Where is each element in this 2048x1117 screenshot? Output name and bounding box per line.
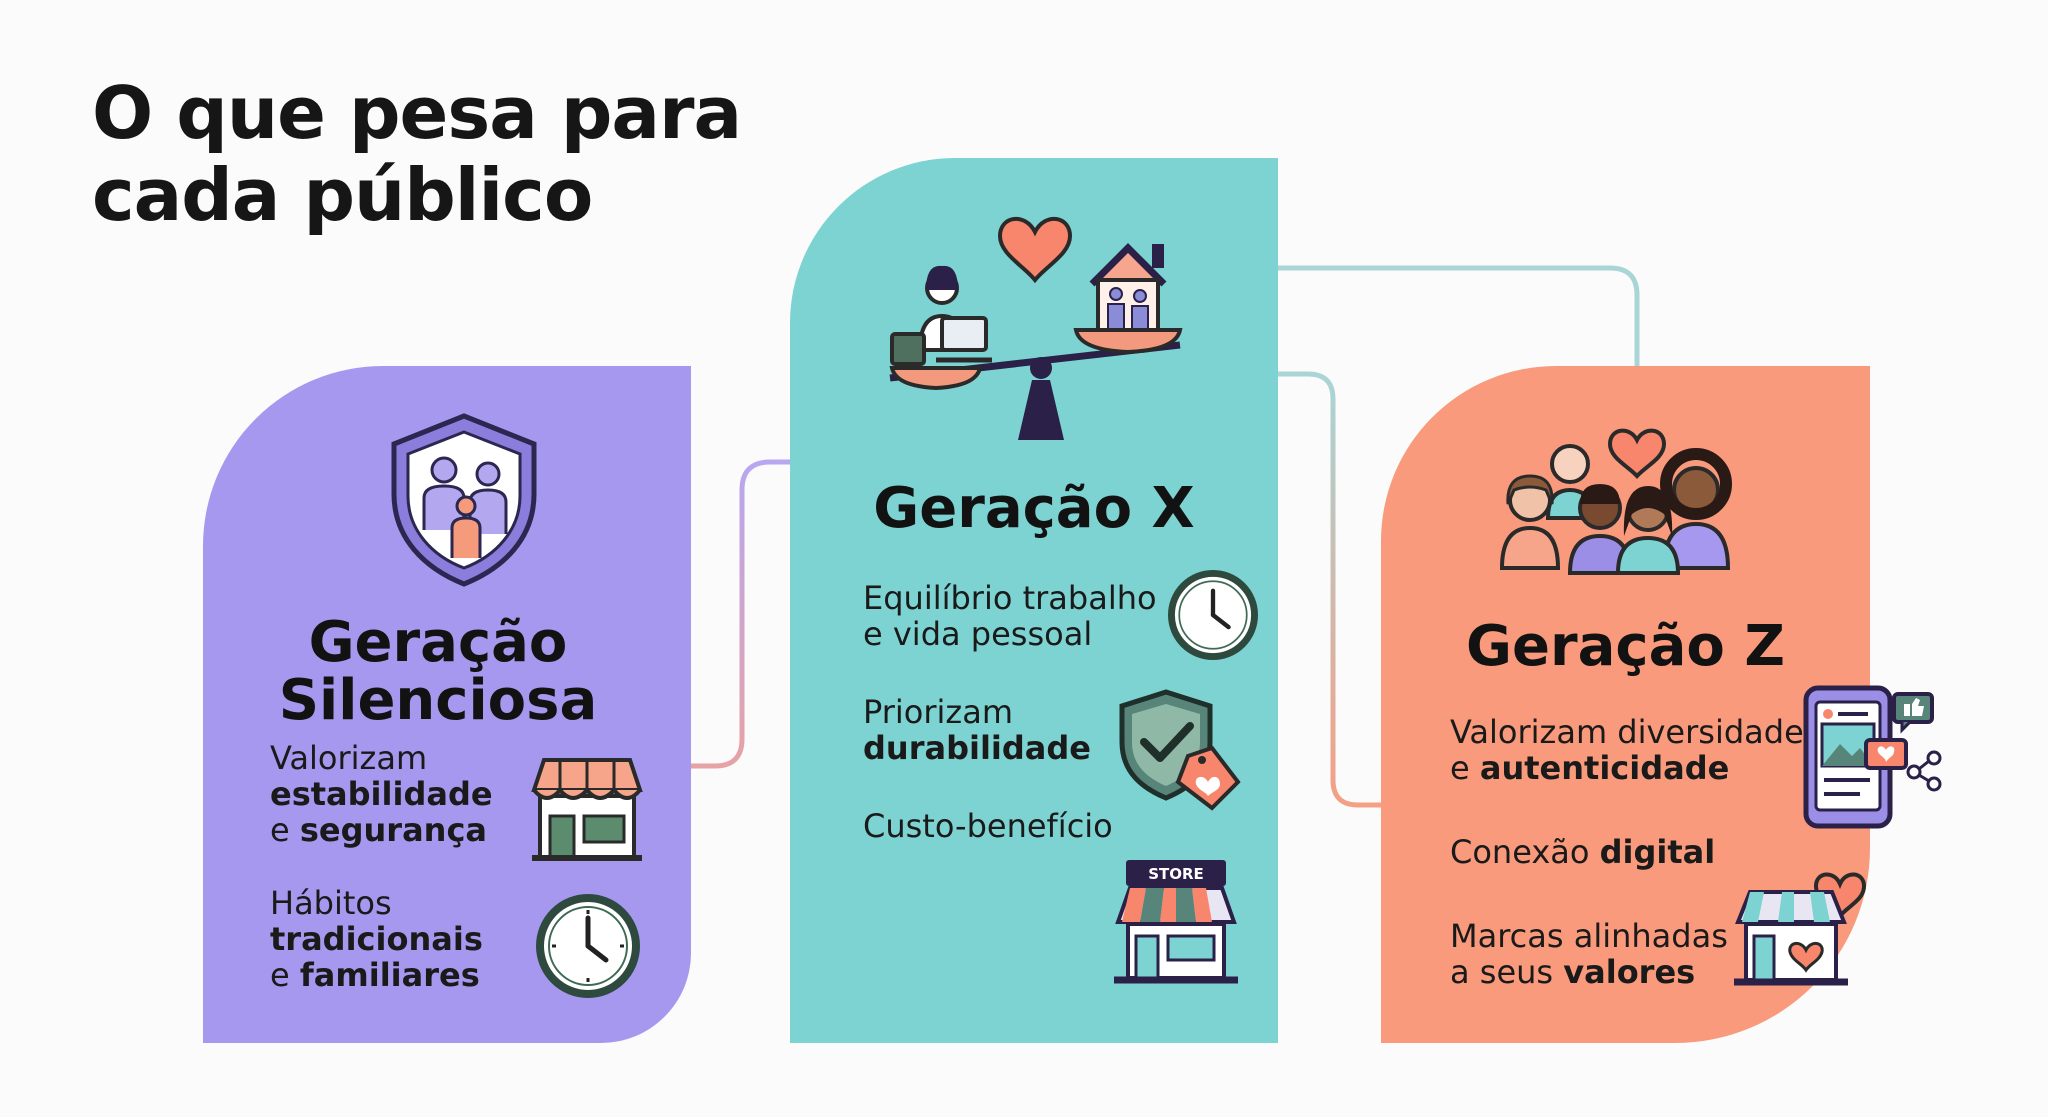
item-text: Valorizam diversidade <box>1450 713 1804 751</box>
heading-geracao-x: Geração X <box>873 476 1195 541</box>
item-text: Priorizam <box>863 693 1013 731</box>
work-life-balance-scale-icon <box>880 200 1200 445</box>
item-text: Equilíbrio trabalho <box>863 579 1157 617</box>
item-text: e vida pessoal <box>863 615 1093 653</box>
item-text: a seus <box>1450 953 1564 991</box>
heading-silenciosa-line-2: Silenciosa <box>278 668 598 733</box>
diverse-people-icon <box>1500 418 1760 578</box>
item-habitos-tradicionais: Hábitos tradicionais e familiares <box>270 885 483 993</box>
connector-silent-x <box>691 459 790 769</box>
heading-geracao-silenciosa: Geração Silenciosa <box>203 614 673 730</box>
connector-x-z-lower <box>1278 371 1381 808</box>
item-bold-text: tradicionais <box>270 920 483 958</box>
item-text: e <box>1450 749 1480 787</box>
item-bold-text: segurança <box>299 811 488 849</box>
page-title-line-2: cada público <box>92 153 593 237</box>
connector-x-z-upper <box>1278 265 1640 366</box>
heading-geracao-z: Geração Z <box>1466 614 1785 679</box>
page-title: O que pesa para cada público <box>92 71 742 237</box>
item-text: Hábitos <box>270 884 392 922</box>
clock-icon <box>536 894 640 998</box>
item-text: Conexão <box>1450 833 1600 871</box>
item-bold-text: valores <box>1563 953 1696 991</box>
item-bold-text: estabilidade <box>270 775 493 813</box>
shield-family-icon <box>384 410 544 590</box>
item-text: e <box>270 811 300 849</box>
item-bold-text: autenticidade <box>1479 749 1730 787</box>
store-icon: STORE <box>1112 856 1240 988</box>
item-conexao-digital: Conexão digital <box>1450 834 1715 870</box>
item-bold-text: familiares <box>299 956 480 994</box>
item-estabilidade-seguranca: Valorizam estabilidade e segurança <box>270 740 493 848</box>
item-text: Valorizam <box>270 739 428 777</box>
item-bold-text: durabilidade <box>863 729 1091 767</box>
heart-store-icon <box>1732 866 1870 992</box>
storefront-icon <box>530 752 644 864</box>
page-title-line-1: O que pesa para <box>92 71 742 155</box>
item-bold-text: digital <box>1599 833 1716 871</box>
clock-icon <box>1168 570 1258 660</box>
shield-check-tag-icon <box>1116 686 1242 812</box>
item-text: Custo-benefício <box>863 807 1113 845</box>
item-priorizam-durabilidade: Priorizam durabilidade <box>863 694 1091 766</box>
social-phone-icon <box>1802 684 1942 830</box>
item-custo-beneficio: Custo-benefício <box>863 808 1113 844</box>
item-equilibrio-trabalho: Equilíbrio trabalho e vida pessoal <box>863 580 1157 652</box>
item-marcas-alinhadas: Marcas alinhadas a seus valores <box>1450 918 1728 990</box>
store-sign-text: STORE <box>1148 865 1204 883</box>
item-text: Marcas alinhadas <box>1450 917 1728 955</box>
heading-silenciosa-line-1: Geração <box>308 610 568 675</box>
item-text: e <box>270 956 300 994</box>
item-diversidade-autenticidade: Valorizam diversidade e autenticidade <box>1450 714 1804 786</box>
